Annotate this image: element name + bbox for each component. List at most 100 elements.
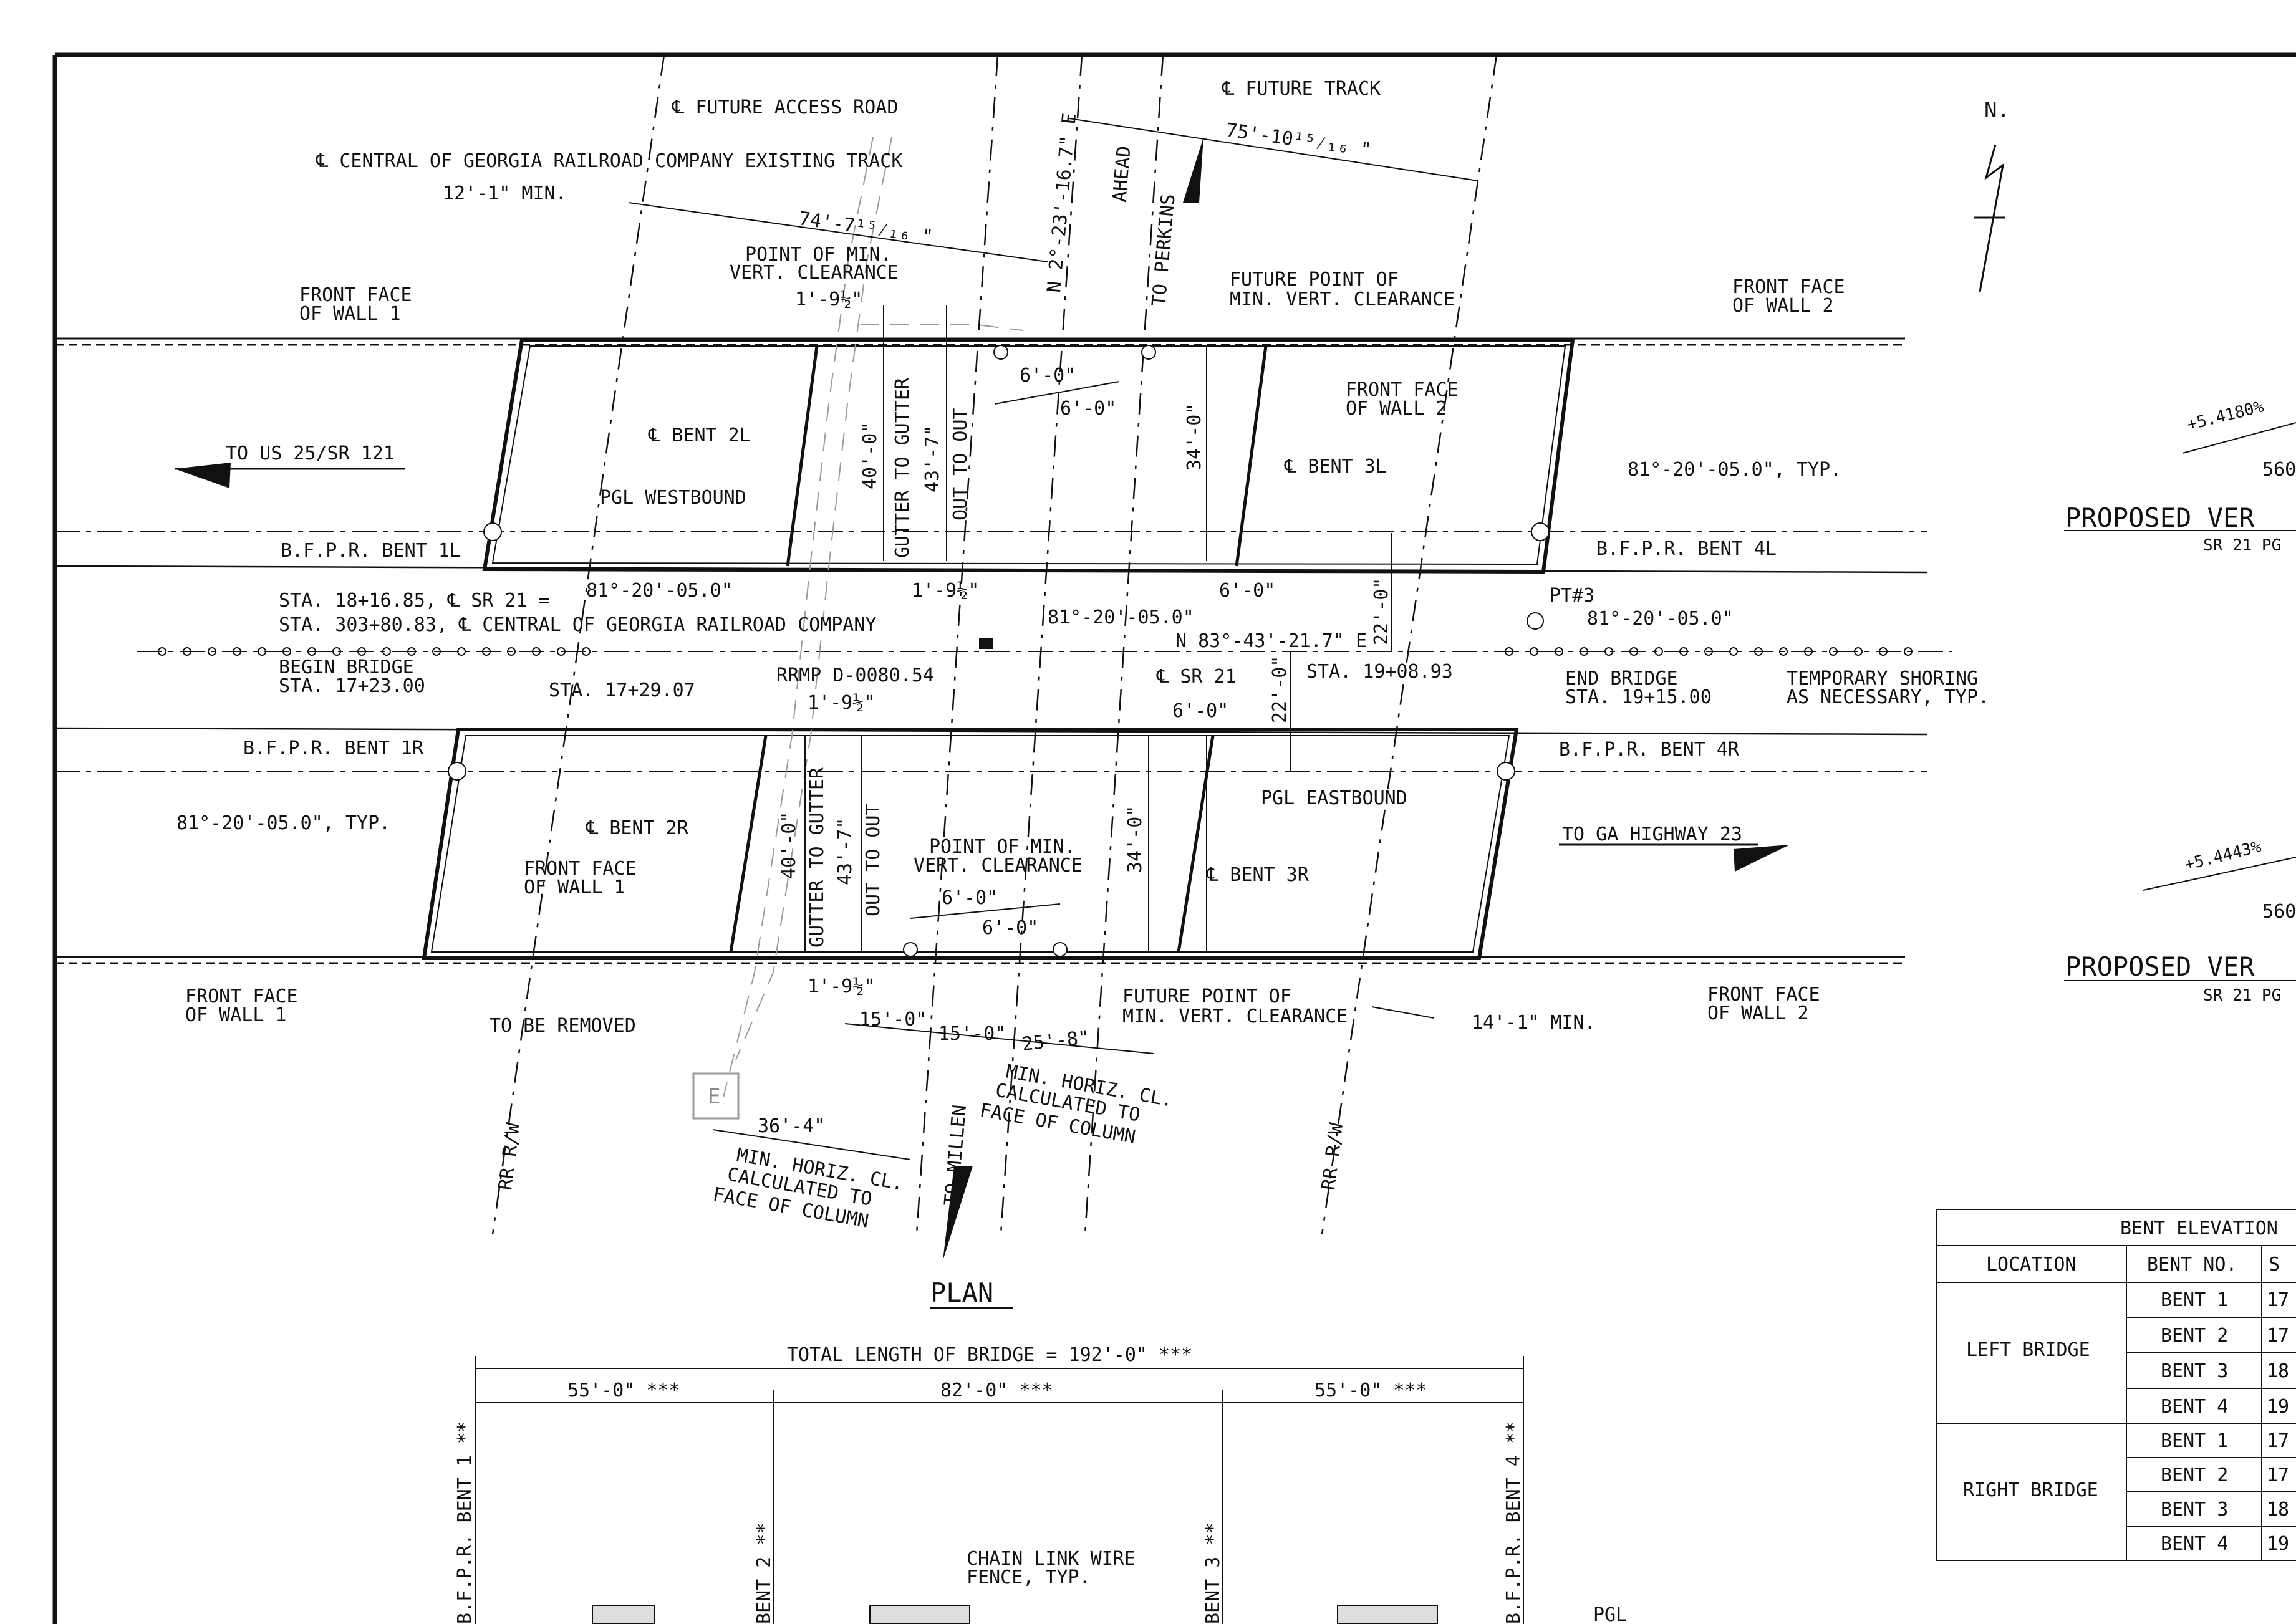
front-face-wall2-top-2: OF WALL 2 <box>1732 295 1834 317</box>
grade-label-2: +5.4443% <box>2183 837 2263 874</box>
sr21-bearing-label: N 83°-43'-21.7" E <box>1175 630 1367 652</box>
dim-1-9-half-d: 1'-9½" <box>808 976 875 997</box>
temporary-shoring-circles <box>158 647 1913 656</box>
rr-rw-label-a: RR R/W <box>494 1121 524 1191</box>
row-s: 17 <box>2267 1289 2289 1311</box>
pt-min-vert-r-label-2: VERT. CLEARANCE <box>914 855 1083 877</box>
row-bent: BENT 1 <box>2161 1430 2228 1452</box>
sr21-pg-2: SR 21 PG <box>2203 986 2281 1005</box>
row-bent: BENT 4 <box>2161 1396 2228 1418</box>
front-face-wall1-top-2: OF WALL 1 <box>299 303 401 325</box>
column-points <box>448 345 1550 957</box>
bfpr-4l-label: B.F.P.R. BENT 4L <box>1596 538 1777 560</box>
elevation-dimension <box>475 1356 1524 1624</box>
direction-arrows <box>175 137 1790 1261</box>
skew-label-a: 81°-20'-05.0" <box>586 580 733 602</box>
front-face-wall1-top: FRONT FACE <box>299 284 412 306</box>
skew-typ-label-b: 81°-20'-05.0", TYP. <box>176 812 390 834</box>
dim-43-7-r: 43'-7" <box>834 818 856 885</box>
ahead-label: AHEAD <box>1109 145 1136 203</box>
track-bearing-label: N 2°-23'-16.7" E <box>1043 112 1081 294</box>
dimension-lines <box>628 118 1478 1160</box>
sta-19-08-label: STA. 19+08.93 <box>1306 661 1453 683</box>
dim-43-7-l: 43'-7" <box>922 425 943 492</box>
future-pt-r-label-2: MIN. VERT. CLEARANCE <box>1122 1006 1348 1027</box>
rrmp-label: RRMP D-0080.54 <box>776 665 934 686</box>
bfpr-bent4-label: B.F.P.R. BENT 4 ** <box>1503 1421 1525 1624</box>
dim-22-0-a: 22'-0" <box>1371 578 1392 645</box>
future-pt-r-label: FUTURE POINT OF <box>1122 986 1291 1007</box>
row-s: 18 <box>2267 1360 2289 1382</box>
future-pt-label: FUTURE POINT OF <box>1230 269 1399 291</box>
row-s: 17 <box>2267 1325 2289 1347</box>
sta-sr21-label: STA. 18+16.85, ℄ SR 21 = <box>279 590 550 612</box>
grade-label-1: +5.4180% <box>2185 397 2265 434</box>
bent-elevation-table: BENT ELEVATION LOCATION BENT NO. S LEFT … <box>1936 1209 2296 1561</box>
dim-75-10-label: 75'-10¹⁵⁄₁₆ " <box>1225 119 1372 161</box>
col-s: S <box>2269 1254 2280 1276</box>
dim-6-0-c: 6'-0" <box>1219 580 1275 602</box>
row-s: 17 <box>2267 1430 2289 1452</box>
front-face-wall2-top: FRONT FACE <box>1732 276 1845 298</box>
dim-6-0-e: 6'-0" <box>942 887 998 909</box>
pt3-label: PT#3 <box>1550 585 1594 607</box>
out-to-out-l: OUT TO OUT <box>950 408 972 521</box>
dim-15-0-a: 15'-0" <box>859 1009 927 1031</box>
row-s: 18 <box>2267 1499 2289 1521</box>
dim-36-4-label: 36'-4" <box>758 1115 825 1137</box>
sta-cgr-label: STA. 303+80.83, ℄ CENTRAL OF GEORGIA RAI… <box>279 614 876 636</box>
row-bent: BENT 1 <box>2161 1289 2228 1311</box>
front-face-wall1-mid: FRONT FACE <box>524 858 637 880</box>
bfpr-1l-label: B.F.P.R. BENT 1L <box>281 540 461 562</box>
col-bent-no: BENT NO. <box>2147 1254 2237 1276</box>
pt-min-vert-label-2: VERT. CLEARANCE <box>730 262 899 284</box>
pgl-label: PGL <box>1593 1604 1627 1624</box>
row-s: 19 <box>2267 1396 2289 1418</box>
skew-label-b: 81°-20'-05.0" <box>1048 607 1194 628</box>
left-bridge-deck <box>482 338 1575 574</box>
end-bridge-sta-label: STA. 19+15.00 <box>1565 686 1712 708</box>
proposed-ver-2: PROPOSED VER <box>2065 951 2255 982</box>
row-bent: BENT 4 <box>2161 1533 2228 1555</box>
north-arrow-icon <box>1974 144 2005 292</box>
col-location: LOCATION <box>1986 1254 2077 1276</box>
dim-22-0-b: 22'-0" <box>1269 656 1291 723</box>
row-bent: BENT 3 <box>2161 1499 2228 1521</box>
span-55-b: 55'-0" *** <box>1314 1380 1427 1401</box>
rrmp-marker <box>979 638 993 649</box>
profile-grade-lines <box>2064 422 2296 981</box>
location-right: RIGHT BRIDGE <box>1963 1479 2098 1501</box>
out-to-out-r: OUT TO OUT <box>862 804 884 916</box>
temp-shoring-label-2: AS NECESSARY, TYP. <box>1787 686 1989 708</box>
dim-1-9-half-c: 1'-9½" <box>808 692 875 714</box>
min-14-1-label: 14'-1" MIN. <box>1472 1012 1596 1034</box>
front-face-wall1-bot: FRONT FACE <box>185 986 298 1007</box>
skew-label-c: 81°-20'-05.0" <box>1587 608 1734 630</box>
to-perkins-label: TO PERKINS <box>1148 193 1180 307</box>
dim-6-0-f: 6'-0" <box>982 917 1038 939</box>
proposed-ver-1: PROPOSED VER <box>2065 502 2255 533</box>
front-face-wall2-mid-2: OF WALL 2 <box>1346 398 1447 420</box>
sr21-cl-label: ℄ SR 21 <box>1156 666 1237 688</box>
dim-25-8-label: 25'-8" <box>1021 1027 1090 1055</box>
skew-typ-label-a: 81°-20'-05.0", TYP. <box>1628 459 1841 481</box>
plan-title: PLAN <box>930 1277 993 1308</box>
front-face-wall1-bot-2: OF WALL 1 <box>185 1004 287 1026</box>
dim-40-0-l: 40'-0" <box>859 422 881 489</box>
dim-6-0-b: 6'-0" <box>1060 398 1116 420</box>
dim-15-0-b: 15'-0" <box>938 1023 1006 1045</box>
to-millen-label: TO MILLEN <box>940 1104 971 1207</box>
future-pt-label-2: MIN. VERT. CLEARANCE <box>1230 289 1455 310</box>
location-left: LEFT BRIDGE <box>1966 1339 2090 1361</box>
existing-track-to-be-removed <box>692 137 1023 1120</box>
gutter-to-gutter-l: GUTTER TO GUTTER <box>892 377 914 558</box>
begin-bridge-sta-label: STA. 17+23.00 <box>279 675 425 697</box>
temp-shoring-label: TEMPORARY SHORING <box>1787 668 1978 689</box>
sta-17-29-label: STA. 17+29.07 <box>549 680 695 701</box>
row-bent: BENT 2 <box>2161 1464 2228 1486</box>
pgl-eb-label: PGL EASTBOUND <box>1261 787 1407 809</box>
rr-rw-label-b: RR R/W <box>1318 1121 1348 1191</box>
row-s: 19 <box>2267 1533 2289 1555</box>
chain-link-label: CHAIN LINK WIRE <box>967 1548 1136 1570</box>
